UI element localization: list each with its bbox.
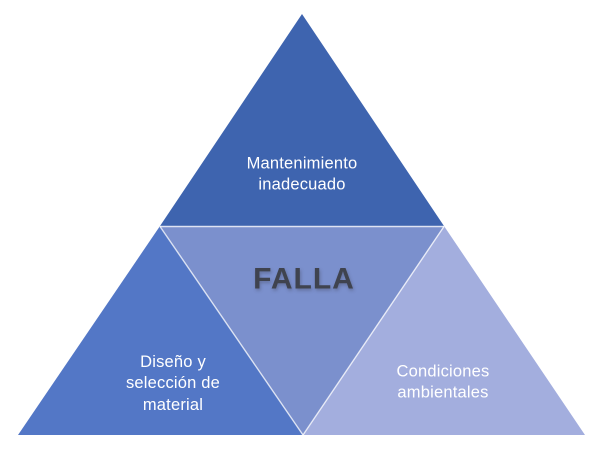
divider-right-diagonal	[302, 226, 445, 436]
triangle-center-falla	[160, 226, 444, 435]
divider-left-diagonal	[159, 226, 304, 436]
triangle-top-mantenimiento	[160, 14, 444, 226]
triangle-left-diseno	[18, 226, 303, 435]
triangle-right-condiciones	[303, 226, 585, 435]
